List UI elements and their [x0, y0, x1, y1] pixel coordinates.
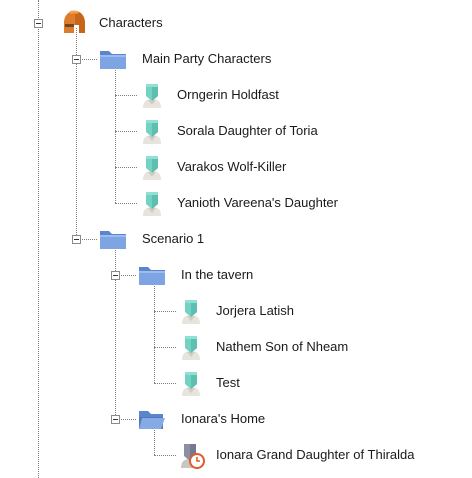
tree-node-varakos-wolf-killer[interactable]: Varakos Wolf-Killer — [177, 159, 287, 174]
tree-node-ionaras-home[interactable]: Ionara's Home — [181, 411, 266, 426]
tree-line — [154, 311, 176, 312]
tree-line — [115, 64, 116, 203]
tree-node-orngerin-holdfast[interactable]: Orngerin Holdfast — [177, 87, 279, 102]
tree-line — [76, 59, 97, 60]
folder-icon — [99, 45, 127, 73]
tree-node-jorjera-latish[interactable]: Jorjera Latish — [216, 303, 295, 318]
tree-line — [154, 455, 176, 456]
collapse-toggle-main-party[interactable] — [72, 55, 81, 64]
character-icon — [138, 153, 166, 181]
collapse-toggle-scenario-1[interactable] — [72, 235, 81, 244]
tree-line — [154, 383, 176, 384]
character-icon — [138, 81, 166, 109]
collapse-toggle-ionaras-home[interactable] — [111, 415, 120, 424]
collapse-toggle-in-the-tavern[interactable] — [111, 271, 120, 280]
folder-icon — [99, 225, 127, 253]
tree-line — [115, 419, 136, 420]
tree-line — [38, 0, 39, 478]
character-icon — [138, 189, 166, 217]
folder-open-icon — [138, 405, 166, 433]
character-icon — [177, 297, 205, 325]
tree-line — [115, 131, 137, 132]
tree-node-main-party-characters[interactable]: Main Party Characters — [142, 51, 272, 66]
tree-line — [115, 95, 137, 96]
tree-node-characters[interactable]: Characters — [99, 15, 163, 30]
tree-line — [154, 424, 155, 455]
character-clock-icon — [177, 441, 205, 469]
tree-node-sorala-daughter-of-toria[interactable]: Sorala Daughter of Toria — [177, 123, 318, 138]
tree-node-scenario-1[interactable]: Scenario 1 — [142, 231, 205, 246]
tree-line — [115, 167, 137, 168]
tree-node-in-the-tavern[interactable]: In the tavern — [181, 267, 254, 282]
tree-node-nathem-son-of-nheam[interactable]: Nathem Son of Nheam — [216, 339, 349, 354]
collapse-toggle-characters[interactable] — [34, 19, 43, 28]
tree-node-test[interactable]: Test — [216, 375, 240, 390]
tree-line — [115, 244, 116, 419]
tree-line — [115, 275, 136, 276]
spartan-helmet-icon — [60, 9, 88, 37]
tree-line — [76, 28, 77, 239]
character-icon — [177, 333, 205, 361]
tree-line — [154, 280, 155, 383]
tree-line — [154, 347, 176, 348]
tree-node-ionara-grand-daughter-of-thiralda[interactable]: Ionara Grand Daughter of Thiralda — [216, 447, 415, 462]
tree-node-yanioth-vareenas-daughter[interactable]: Yanioth Vareena's Daughter — [177, 195, 338, 210]
folder-icon — [138, 261, 166, 289]
tree-line — [76, 239, 97, 240]
tree-line — [115, 203, 137, 204]
character-icon — [177, 369, 205, 397]
character-icon — [138, 117, 166, 145]
